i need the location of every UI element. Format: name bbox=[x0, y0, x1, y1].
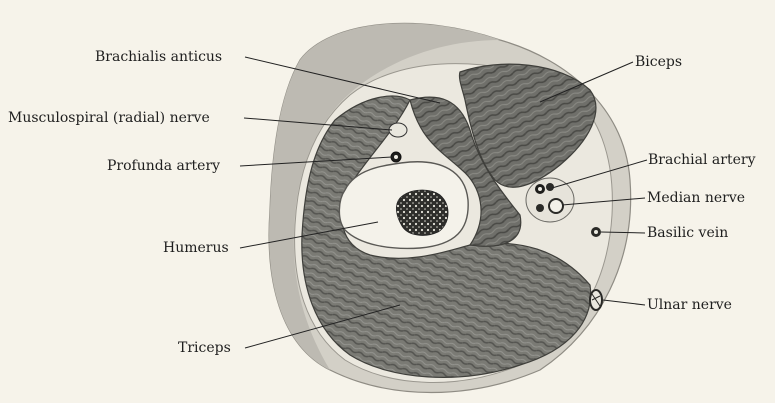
label-biceps: Biceps bbox=[635, 54, 682, 70]
label-musculospiral-nerve: Musculospiral (radial) nerve bbox=[8, 110, 210, 126]
median-nerve-shape bbox=[549, 199, 563, 213]
label-brachial-artery: Brachial artery bbox=[648, 152, 756, 168]
neurovascular-bundle bbox=[526, 178, 574, 222]
label-profunda-artery: Profunda artery bbox=[107, 158, 220, 174]
label-triceps: Triceps bbox=[178, 340, 231, 356]
label-brachialis-anticus: Brachialis anticus bbox=[95, 49, 222, 65]
leader-ulnar-nerve bbox=[603, 300, 645, 305]
label-basilic-vein: Basilic vein bbox=[647, 225, 728, 241]
label-median-nerve: Median nerve bbox=[647, 190, 745, 206]
label-ulnar-nerve: Ulnar nerve bbox=[647, 297, 732, 313]
humerus-marrow bbox=[396, 190, 448, 235]
label-humerus: Humerus bbox=[163, 240, 229, 256]
